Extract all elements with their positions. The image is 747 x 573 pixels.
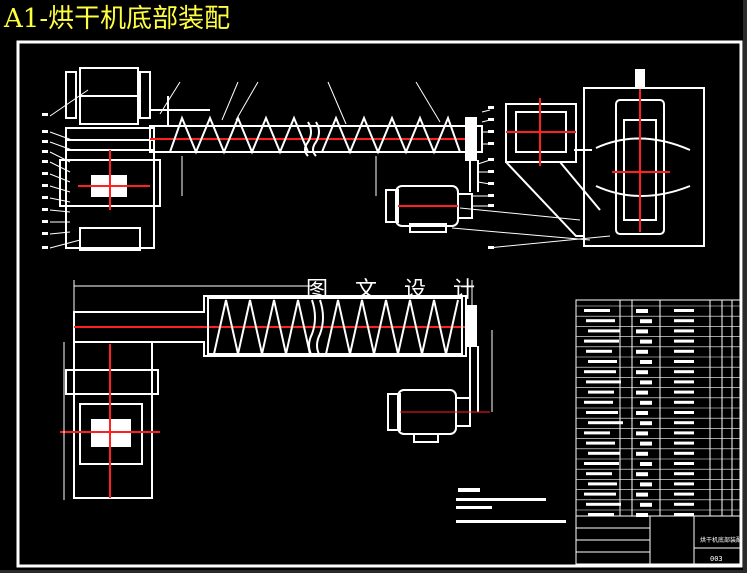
- parts-list-glyph-block: [674, 411, 694, 414]
- parts-list-glyph-block: [584, 492, 616, 496]
- parts-list-glyph-block: [636, 370, 648, 375]
- parts-list-glyph-block: [586, 441, 615, 445]
- parts-list-glyph-block: [640, 319, 652, 324]
- parts-list-glyph-block: [636, 472, 648, 477]
- parts-list-glyph-block: [586, 502, 621, 506]
- parts-list-glyph-block: [584, 431, 610, 435]
- parts-list-glyph-block: [588, 390, 614, 394]
- parts-list-glyph-block: [636, 492, 648, 497]
- vertical-scrollbar[interactable]: [743, 0, 747, 573]
- parts-list-glyph-block: [674, 390, 694, 394]
- sheet-border: [16, 40, 743, 568]
- parts-list-glyph-block: [636, 390, 648, 395]
- parts-list-glyph-block: [674, 319, 694, 323]
- parts-list-glyph-block: [588, 513, 614, 516]
- title-block-name: 烘干机底部装配: [700, 536, 742, 544]
- parts-list-glyph-block: [674, 482, 694, 486]
- parts-list-glyph-block: [636, 431, 648, 436]
- parts-list-glyph-block: [674, 380, 694, 384]
- parts-list-glyph-block: [588, 360, 617, 363]
- parts-list-glyph-block: [636, 329, 648, 334]
- parts-list-glyph-block: [584, 339, 619, 343]
- front-elevation-view: [42, 67, 611, 251]
- side-view: [505, 69, 705, 247]
- technical-notes: [456, 488, 566, 523]
- parts-list-glyph-block: [674, 451, 694, 455]
- parts-list-glyph-block: [674, 441, 694, 445]
- parts-list-glyph-block: [584, 370, 616, 374]
- parts-list-glyph-block: [674, 513, 694, 516]
- parts-list-glyph-block: [640, 360, 652, 364]
- parts-list-glyph-block: [640, 482, 652, 487]
- parts-list-glyph-block: [640, 441, 652, 446]
- parts-list-glyph-block: [636, 411, 648, 415]
- title-block: [575, 515, 741, 565]
- parts-list-glyph-block: [636, 309, 648, 313]
- parts-list-glyph-block: [674, 502, 694, 506]
- parts-list-glyph-block: [674, 349, 694, 353]
- parts-list-glyph-block: [640, 380, 652, 385]
- drawing-title: A1-烘干机底部装配: [4, 4, 231, 34]
- parts-list-glyph-block: [588, 421, 623, 425]
- parts-list-glyph-block: [588, 329, 620, 333]
- parts-list-glyph-block: [640, 462, 652, 466]
- parts-list-glyph-block: [586, 380, 621, 384]
- parts-list-glyph-block: [640, 502, 652, 507]
- parts-list-glyph-block: [640, 339, 652, 344]
- parts-list-rows: [576, 305, 740, 517]
- parts-list-glyph-block: [636, 451, 648, 456]
- parts-list-glyph-block: [674, 472, 694, 476]
- parts-list-glyph-block: [584, 462, 619, 465]
- parts-list-glyph-block: [674, 370, 694, 374]
- parts-list-glyph-block: [674, 492, 694, 496]
- parts-list-glyph-block: [674, 339, 694, 343]
- plan-view: [60, 280, 493, 500]
- parts-list-glyph-block: [640, 400, 652, 405]
- parts-list-glyph-block: [584, 309, 610, 312]
- parts-list-glyph-block: [588, 451, 620, 455]
- parts-list-glyph-block: [588, 482, 617, 486]
- parts-list-glyph-block: [584, 400, 613, 404]
- parts-list-glyph-block: [586, 349, 612, 353]
- parts-list-glyph-block: [640, 421, 652, 426]
- parts-list-glyph-block: [674, 360, 694, 363]
- parts-list-glyph-block: [636, 349, 648, 354]
- parts-list-glyph-block: [674, 462, 694, 465]
- parts-list-glyph-block: [586, 411, 618, 414]
- parts-list-glyph-block: [674, 400, 694, 404]
- parts-list-glyph-block: [586, 319, 615, 323]
- parts-list-glyph-block: [586, 472, 612, 476]
- watermark-text: 图 文 设 计: [306, 278, 485, 303]
- parts-list-glyph-block: [674, 309, 694, 312]
- parts-list-glyph-block: [636, 513, 648, 517]
- horizontal-scrollbar[interactable]: [0, 570, 747, 573]
- parts-list-glyph-block: [674, 431, 694, 435]
- title-block-number: 003: [710, 555, 723, 563]
- parts-list-glyph-block: [674, 421, 694, 425]
- parts-list-glyph-block: [674, 329, 694, 333]
